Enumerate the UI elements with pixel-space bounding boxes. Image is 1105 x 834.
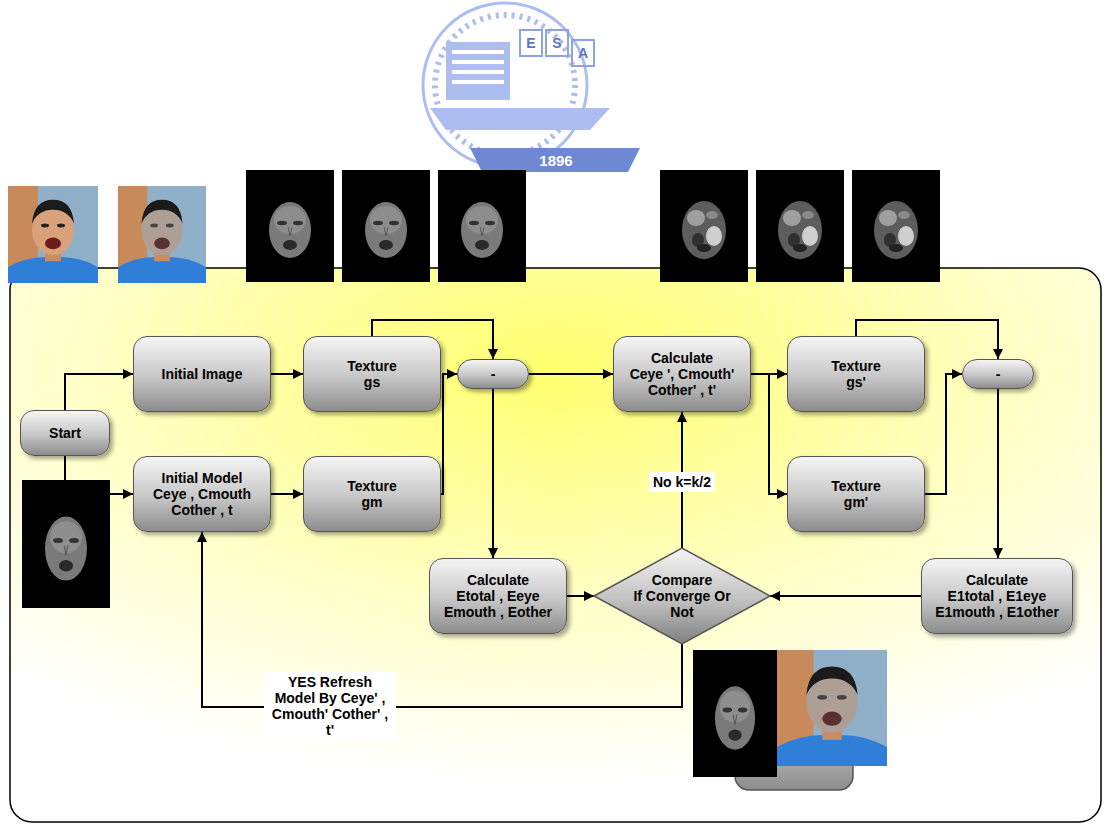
texture-thumbnail [438, 170, 526, 282]
difference-thumbnail [852, 170, 940, 282]
node-text: Initial Model [162, 470, 243, 486]
process-box: CalculateCeye ', Cmouth' Cother' , t' [613, 336, 751, 412]
process-box: Texturegm' [787, 456, 925, 532]
node-text: gs [364, 374, 380, 390]
node-text: Start [49, 425, 81, 441]
flow-arrow [925, 374, 962, 494]
process-box: Texturegm [303, 456, 441, 532]
flow-arrow [567, 595, 594, 597]
background-panel [10, 268, 1101, 822]
logo-building [430, 30, 640, 172]
node-text: Texture [831, 478, 881, 494]
node-text: gm' [844, 494, 868, 510]
node-text: If Converge Or Not [624, 588, 740, 620]
operator-pill: - [962, 359, 1034, 389]
flow-arrow [492, 389, 494, 558]
node-text: Texture [347, 358, 397, 374]
node-text: - [996, 366, 1001, 382]
flow-arrow [441, 374, 457, 494]
flow-arrow [271, 373, 303, 375]
result-thumbnail [693, 650, 777, 777]
decision-diamond: CompareIf Converge Or Not [594, 548, 770, 644]
logo-ring [423, 3, 587, 167]
node-text: gs' [846, 374, 866, 390]
flow-arrow [997, 389, 999, 558]
logo-text: 1896 [539, 152, 572, 169]
node-text: Ceye ', Cmouth' Cother' , t' [620, 366, 744, 398]
process-box: Initial ModelCeye , Cmouth Cother , t [133, 456, 271, 532]
node-text: Texture [347, 478, 397, 494]
node-text: Calculate [966, 572, 1028, 588]
texture-thumbnail [246, 170, 334, 282]
node-text: Texture [831, 358, 881, 374]
flow-arrow [65, 374, 133, 410]
operator-pill: - [457, 359, 529, 389]
process-box: CalculateEtotal , Eeye Emouth , Eother [429, 558, 567, 634]
process-box: CalculateE1total , E1eye E1mouth , E1oth… [921, 558, 1073, 634]
flow-arrow [529, 373, 613, 375]
difference-thumbnail [756, 170, 844, 282]
difference-thumbnail [660, 170, 748, 282]
node-text: E1total , E1eye E1mouth , E1other [928, 588, 1066, 620]
node-text: Initial Image [162, 366, 243, 382]
process-box: Texturegs' [787, 336, 925, 412]
fitted-photo [118, 186, 206, 283]
flow-arrow [770, 595, 921, 597]
node-text: gm [362, 494, 383, 510]
input-photo [8, 186, 98, 283]
result-photo [777, 650, 887, 766]
logo-text: A [578, 45, 588, 61]
logo-text: S [552, 35, 561, 51]
process-box: Initial Image [133, 336, 271, 412]
node-text: Etotal , Eeye Emouth , Eother [436, 588, 560, 620]
node-text: Calculate [651, 350, 713, 366]
edge-label: No k=k/2 [649, 472, 715, 492]
texture-thumbnail [342, 170, 430, 282]
node-text: Compare [652, 572, 713, 588]
process-box: Texturegs [303, 336, 441, 412]
model-thumbnail [22, 480, 110, 608]
node-text: Calculate [467, 572, 529, 588]
node-text: - [491, 366, 496, 382]
flow-arrow [271, 493, 303, 495]
edge-label: YES Refresh Model By Ceye' , Cmouth' Cot… [264, 672, 396, 740]
flow-arrow [751, 374, 787, 494]
node-text: Ceye , Cmouth Cother , t [140, 486, 264, 518]
logo-text: E [526, 35, 535, 51]
process-box: Start [20, 410, 110, 456]
diamond-shape [594, 548, 770, 644]
